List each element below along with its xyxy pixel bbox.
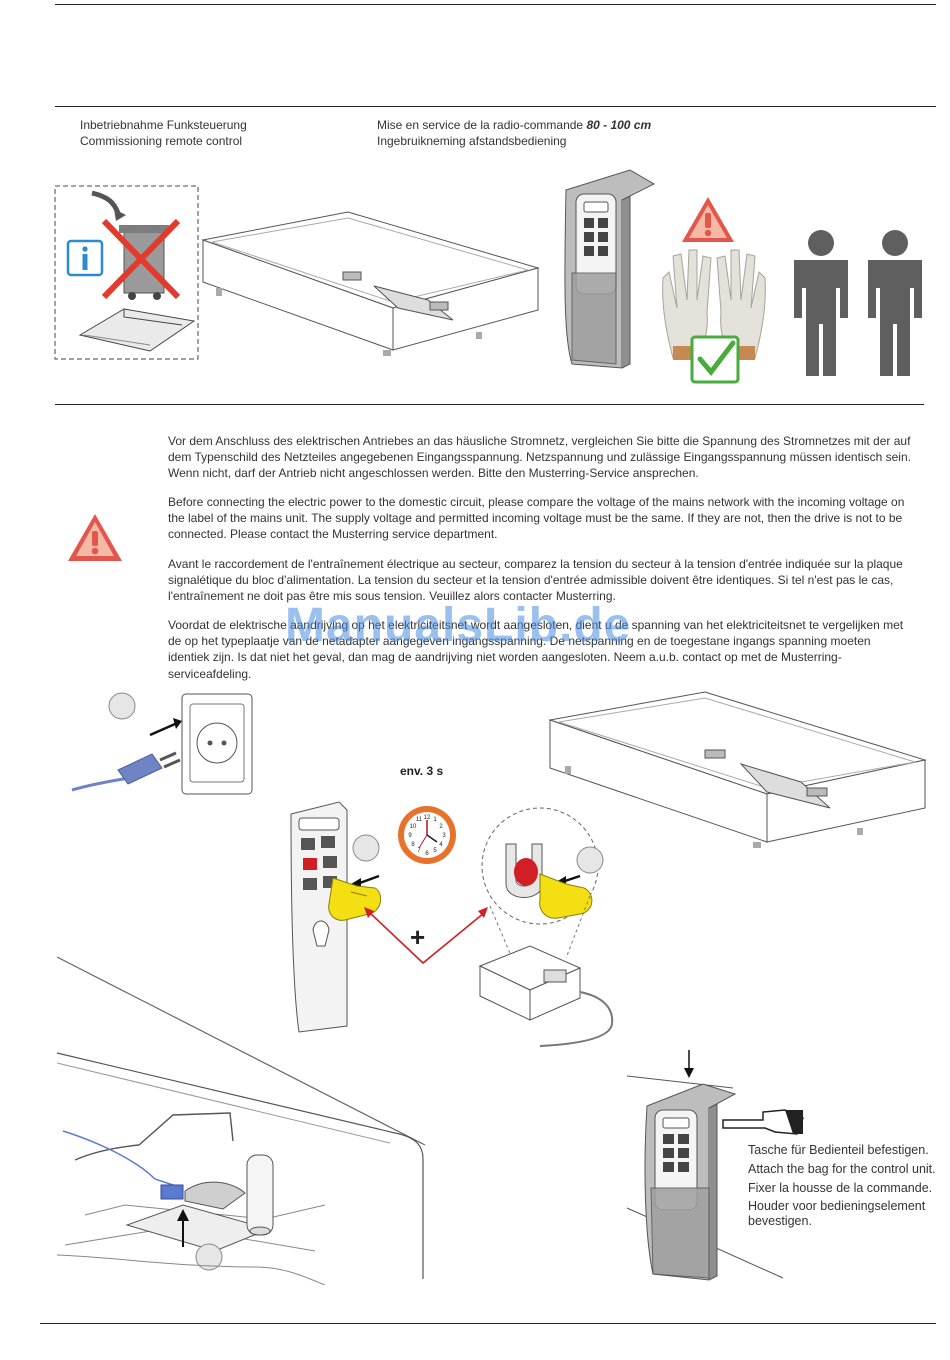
plug-into-socket-illustration — [71, 692, 253, 795]
bottom-rule — [40, 1323, 936, 1324]
top-rule — [55, 4, 936, 5]
bag-instruction-fr: Fixer la housse de la commande. — [748, 1181, 933, 1196]
motor-housing — [125, 1154, 274, 1252]
checkmark-icon — [690, 335, 740, 384]
remote-control-illustration — [290, 801, 382, 1033]
clock-number: 2 — [439, 824, 443, 830]
clock-number: 12 — [424, 815, 431, 821]
power-plug-icon — [71, 751, 181, 792]
info-icon — [66, 239, 104, 277]
clock-number: 11 — [416, 817, 423, 823]
title-nl: Ingebruikneming afstandsbediening — [377, 134, 567, 148]
clock-number: 6 — [425, 851, 429, 857]
size-range: 80 - 100 cm — [586, 118, 652, 132]
highlighted-button — [303, 858, 317, 870]
clock-number: 9 — [408, 833, 412, 839]
step-marker — [108, 692, 136, 720]
clock-number: 8 — [411, 842, 415, 848]
bag-instruction-en: Attach the bag for the control unit. — [748, 1162, 936, 1177]
clock-number: 4 — [439, 842, 443, 848]
bag-instruction-nl-line2: bevestigen. — [748, 1213, 812, 1228]
pointing-hand-icon — [722, 1109, 804, 1135]
warning-text-nl: Voordat de elektrische aandrijving op he… — [168, 618, 904, 681]
under-bed-motor-illustration — [56, 956, 426, 1285]
power-unit-reset-illustration — [478, 807, 614, 1047]
clock-icon: 12 1 2 3 4 5 6 7 8 9 10 11 — [398, 806, 456, 864]
person-icon — [794, 230, 848, 376]
section-rule — [55, 404, 924, 405]
warning-text-fr: Avant le raccordement de l'entraînement … — [168, 557, 903, 604]
pointing-hand-icon — [539, 873, 593, 919]
step-marker — [195, 1243, 223, 1271]
warning-text-de: Vor dem Anschluss des elektrischen Antri… — [168, 434, 911, 481]
header-rule — [55, 106, 936, 107]
bag-instruction-nl: Houder voor bedieningselement bevestigen… — [748, 1199, 948, 1229]
no-trash-icon — [91, 190, 181, 300]
gloves-icon — [662, 249, 766, 360]
bag-holder-illustration — [626, 1050, 804, 1281]
bag-instruction-nl-line1: Houder voor bedieningselement — [748, 1198, 926, 1213]
warning-triangle-icon — [682, 197, 734, 242]
watermark: ManualsLib.de — [285, 599, 632, 652]
warning-text-en: Before connecting the electric power to … — [168, 495, 905, 542]
motor-unit — [342, 271, 454, 321]
remote-in-holder-illustration — [564, 169, 656, 369]
combination-indicator — [364, 907, 488, 965]
title-fr-text: Mise en service de la radio-commande — [377, 118, 584, 132]
warning-triangle-icon — [68, 514, 122, 561]
step-marker — [576, 846, 604, 874]
bag-instruction-de: Tasche für Bedienteil befestigen. — [748, 1143, 929, 1157]
timing-label: env. 3 s — [400, 764, 444, 778]
title-en: Commissioning remote control — [80, 134, 243, 148]
clock-number: 7 — [417, 848, 421, 854]
bed-base-illustration — [548, 691, 927, 848]
clock-number: 5 — [433, 848, 437, 854]
open-book-icon — [78, 308, 196, 352]
bag-instruction: Tasche für Bedienteil befestigen. Attach… — [748, 1141, 948, 1229]
disposal-info-panel — [54, 185, 199, 360]
motor-unit — [704, 749, 831, 809]
clock-number: 1 — [433, 817, 437, 823]
title-de: Inbetriebnahme Funksteuerung — [80, 118, 247, 132]
wall-socket — [181, 693, 253, 795]
clock-number: 3 — [442, 833, 446, 839]
power-unit — [478, 945, 614, 1047]
bed-base-illustration — [201, 211, 540, 356]
step-marker — [352, 834, 380, 862]
clock-number: 10 — [410, 824, 417, 830]
title-fr: Mise en service de la radio-commande 80 … — [377, 117, 651, 133]
plus-symbol: + — [410, 922, 426, 952]
reset-button — [505, 843, 543, 898]
person-icon — [868, 230, 922, 376]
